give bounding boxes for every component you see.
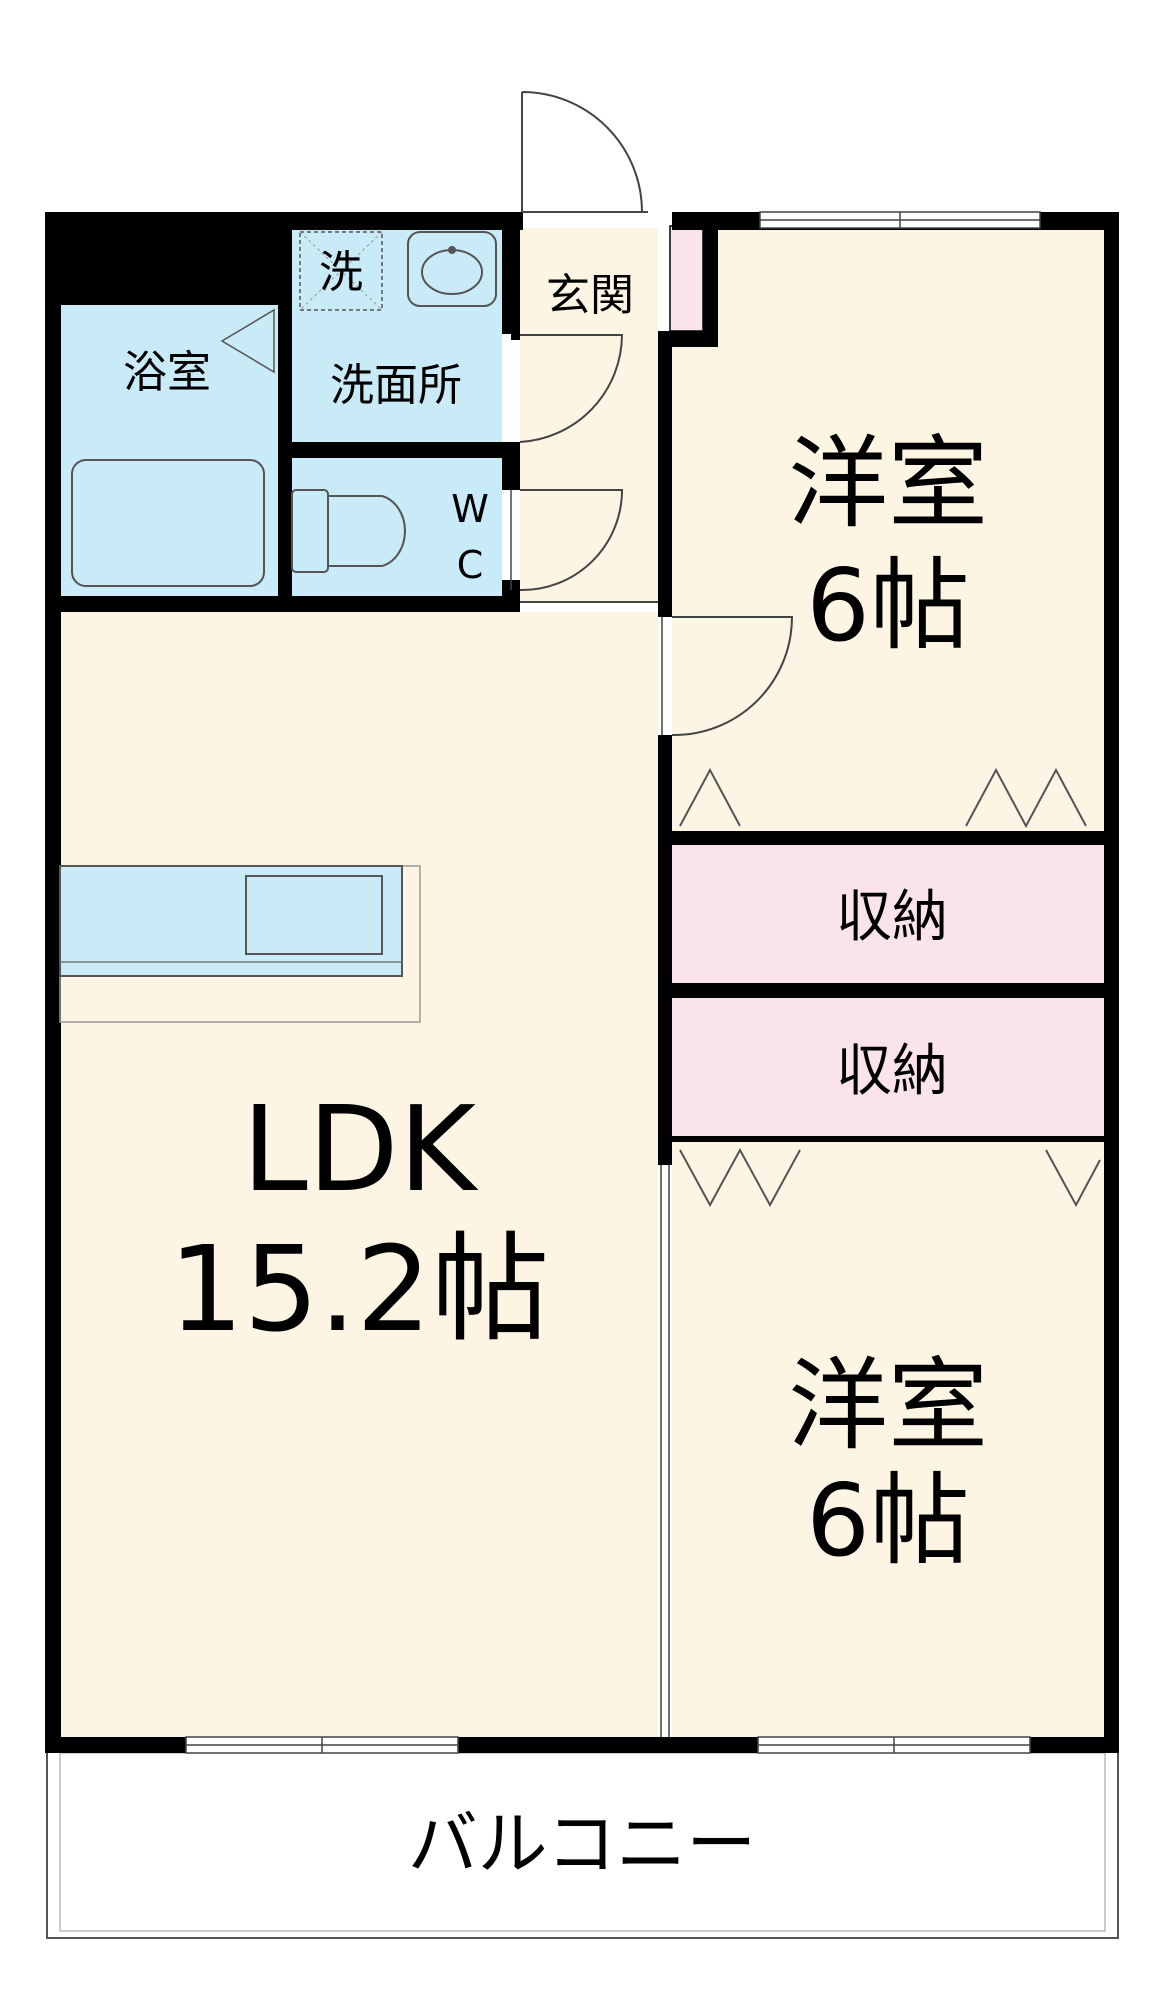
closet-doors-bottom [679, 1147, 1101, 1208]
ldk-floor [60, 612, 658, 1737]
storage-top-label: 収納 [836, 885, 948, 950]
window-bottom-right [757, 1736, 1031, 1754]
wall-cabinet-bottom [658, 331, 718, 347]
kitchen-sink [245, 875, 383, 955]
washroom-door [519, 334, 624, 443]
shoe-cabinet [669, 225, 704, 332]
wall-center-upper [658, 331, 672, 617]
wall-center-lower [658, 735, 672, 1165]
western-room-top-name: 洋室 [788, 425, 988, 542]
western-room-bottom-floor [672, 1140, 1104, 1737]
washbasin-icon [407, 231, 497, 307]
washroom-floor [292, 228, 502, 442]
toilet-label-w: W [451, 487, 489, 531]
wall-washroom-toilet [278, 442, 520, 458]
toilet-door [519, 489, 624, 592]
wall-storage-divider [672, 983, 1119, 998]
window-ldk [185, 1736, 459, 1754]
bathroom-label: 浴室 [123, 347, 211, 398]
storage-top-floor [672, 845, 1104, 983]
wall-storage-bottom [672, 1136, 1119, 1142]
entrance-label: 玄関 [546, 270, 634, 321]
ldk-size: 15.2帖 [169, 1220, 550, 1358]
entrance-floor [520, 228, 658, 602]
wall-washroom-right-a [502, 212, 520, 334]
balcony-label: バルコニー [408, 1803, 757, 1885]
storage-bottom-floor [672, 998, 1104, 1136]
wall-washroom-right-b [502, 442, 520, 490]
western-room-top-door [671, 616, 794, 737]
washer-space [299, 231, 383, 311]
western-room-bottom-size: 6帖 [806, 1462, 970, 1579]
western-room-top-floor [672, 228, 1104, 834]
outer-wall-right [1104, 212, 1119, 1753]
sliding-door [660, 1165, 670, 1737]
toilet-icon [291, 489, 406, 573]
washer-cross [299, 231, 383, 311]
western-room-top-size: 6帖 [806, 547, 970, 664]
bath-door [220, 308, 275, 374]
western-room-bottom-name: 洋室 [788, 1347, 988, 1464]
ldk-name: LDK [242, 1080, 479, 1218]
balcony-outline [46, 1745, 1119, 1939]
washer-label: 洗 [319, 247, 363, 298]
entrance-door [521, 91, 643, 213]
wall-storage-top [672, 831, 1119, 845]
closet-doors-top [679, 767, 1087, 829]
wall-bath-washroom [278, 212, 292, 612]
bathtub [71, 459, 265, 587]
wall-cabinet-right [703, 212, 718, 347]
toilet-label-c: C [457, 543, 484, 587]
outer-wall-left [45, 212, 61, 1753]
mechanical-shaft [45, 212, 290, 305]
window-top-right [759, 211, 1041, 229]
wall-toilet-right [502, 580, 520, 612]
washroom-label: 洗面所 [330, 360, 462, 411]
storage-bottom-label: 収納 [836, 1039, 948, 1104]
